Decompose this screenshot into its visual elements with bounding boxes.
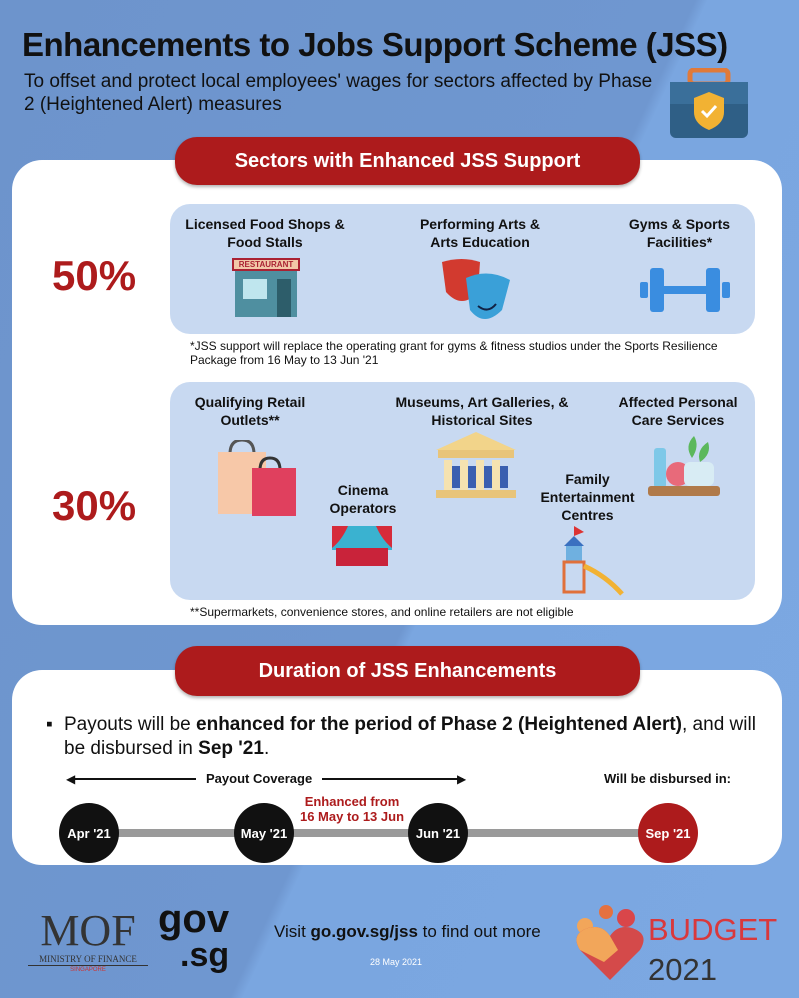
restaurant-sign: RESTAURANT [232, 258, 300, 271]
timeline-point-sep: Sep '21 [638, 803, 698, 863]
budget-year: 2021 [648, 952, 717, 987]
page-title: Enhancements to Jobs Support Scheme (JSS… [22, 26, 728, 63]
arrow-left-icon: ◀ [66, 772, 76, 786]
shopping-bags-icon [218, 440, 296, 516]
sector-gyms: Gyms & Sports Facilities* [628, 216, 731, 250]
personal-care-icon [648, 436, 720, 496]
sector-performing-arts: Performing Arts & Arts Education [419, 216, 541, 250]
mof-subtitle-country: SINGAPORE [70, 967, 106, 973]
duration-banner: Duration of JSS Enhancements [175, 646, 640, 696]
duration-bullet: ▪ Payouts will be enhanced for the period… [46, 713, 766, 761]
timeline-point-apr: Apr '21 [59, 803, 119, 863]
arrow-right-icon: ▶ [457, 772, 467, 786]
museum-icon [436, 432, 516, 498]
payout-coverage-label: Payout Coverage [196, 771, 323, 786]
sector-personal-care: Affected Personal Care Services [618, 394, 738, 428]
date-text: 28 May 2021 [370, 957, 423, 967]
retail-footnote: **Supermarkets, convenience stores, and … [190, 605, 574, 619]
jss-link[interactable]: go.gov.sg/jss [310, 922, 418, 941]
budget-heart-logo [576, 905, 644, 980]
govsg-logo: gov.sg [158, 897, 230, 974]
visit-post: to find out more [417, 922, 541, 941]
enhanced-period-note: Enhanced from 16 May to 13 Jun [299, 794, 405, 824]
sector-family-entertainment: Family Entertainment Centres [540, 471, 635, 523]
bullet-bold-period: enhanced for the period of Phase 2 (Heig… [196, 714, 682, 735]
briefcase-shield-icon [670, 68, 748, 138]
visit-pre: Visit [274, 922, 311, 941]
govsg-sg: .sg [180, 936, 230, 974]
percent-30: 30% [52, 482, 137, 529]
mof-wordmark: MOF [40, 906, 136, 955]
sector-museums: Museums, Art Galleries, & Historical Sit… [395, 394, 569, 428]
bullet-square-icon: ▪ [46, 714, 53, 735]
percent-50: 50% [52, 252, 137, 299]
bullet-text: Payouts will be [64, 714, 197, 735]
mof-subtitle: MINISTRY OF FINANCE [28, 954, 148, 966]
timeline-bar [90, 829, 670, 837]
sector-food-shops: Licensed Food Shops & Food Stalls [185, 216, 345, 250]
sectors-banner: Sectors with Enhanced JSS Support [175, 137, 640, 185]
govsg-gov: gov [158, 897, 230, 941]
disbursed-label: Will be disbursed in: [604, 771, 732, 786]
bullet-bold-month: Sep '21 [198, 738, 264, 759]
gyms-footnote: *JSS support will replace the operating … [190, 339, 718, 367]
playground-icon [562, 526, 624, 596]
budget-text: BUDGET [648, 912, 778, 947]
dumbbell-icon [640, 268, 730, 312]
page-subtitle: To offset and protect local employees' w… [24, 71, 653, 115]
bullet-text-mid: , and will be disbursed in [64, 714, 756, 759]
timeline-point-may: May '21 [234, 803, 294, 863]
sector-retail: Qualifying Retail Outlets** [194, 394, 306, 428]
bullet-end: . [263, 738, 270, 759]
theatre-masks-icon [442, 259, 510, 319]
timeline-point-jun: Jun '21 [408, 803, 468, 863]
restaurant-icon: RESTAURANT [232, 258, 300, 320]
sector-cinema: Cinema Operators [329, 482, 397, 516]
visit-text: Visit go.gov.sg/jss to find out more [274, 922, 541, 942]
cinema-stage-icon [332, 526, 392, 566]
mof-logo: MOF MINISTRY OF FINANCE SINGAPORE [28, 908, 148, 974]
